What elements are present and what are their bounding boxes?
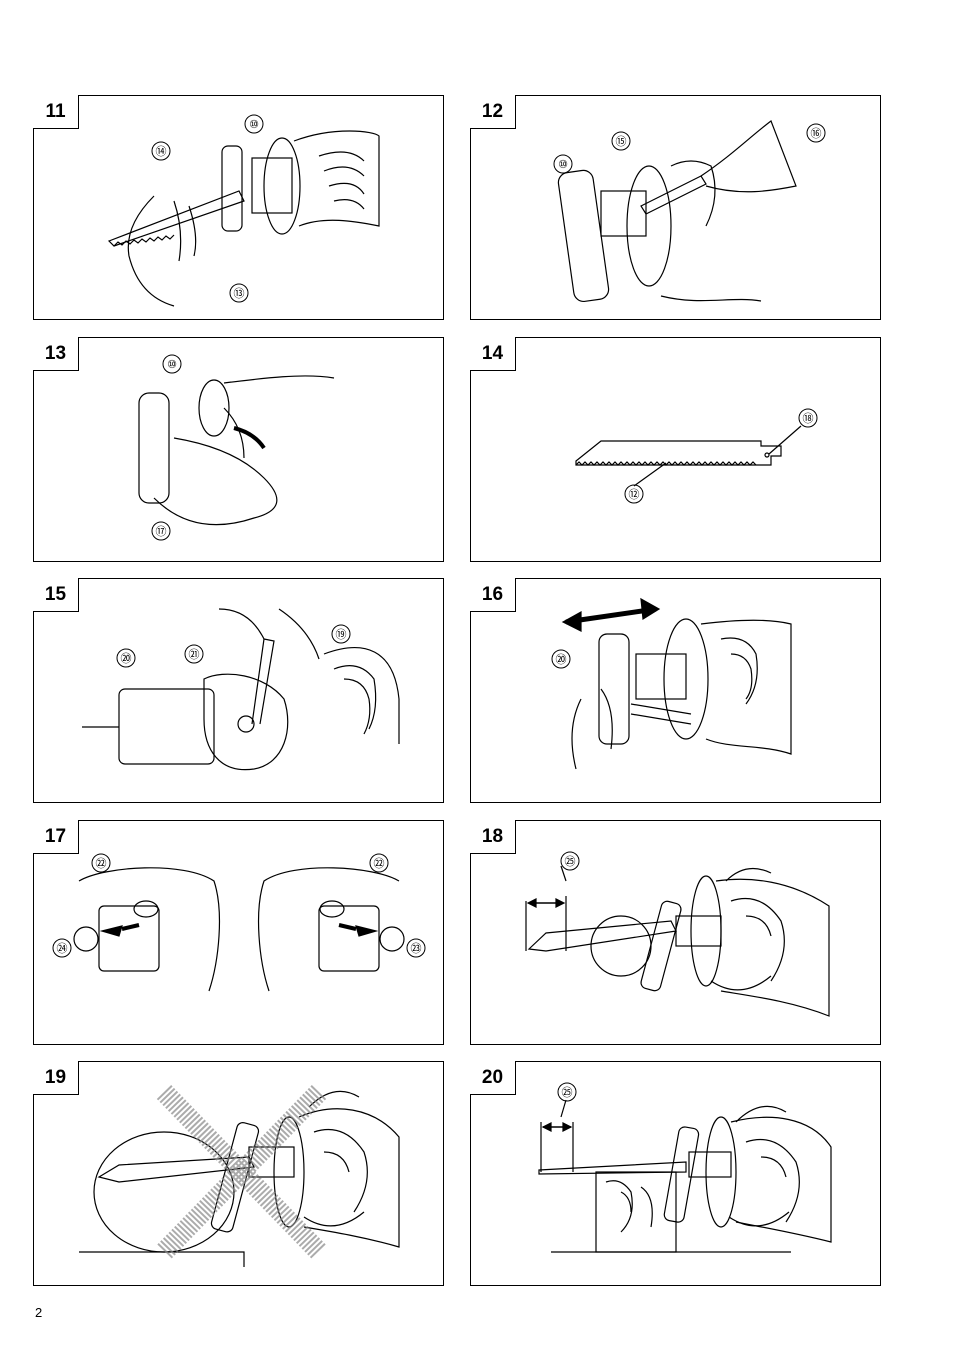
callout-label: ⑩ [167,359,177,371]
figure-number: 15 [33,578,79,612]
callout-label: ⑮ [616,135,627,148]
callout-label: ⑬ [234,287,245,300]
figure-number: 17 [33,820,79,854]
figure-number: 16 [470,578,516,612]
figure-panel-20: 20 ㉕ [470,1061,881,1286]
figure-panel-14: 14 ⑱ ⑫ [470,337,881,562]
figure-number: 13 [33,337,79,371]
figure-number: 18 [470,820,516,854]
callout-label: ㉕ [562,1086,573,1099]
illustration: ⑱ ⑫ [575,408,818,504]
callout-label: ⑩ [249,119,259,131]
callout-label: ⑳ [121,652,132,665]
figure-number: 12 [470,95,516,129]
callout-label: ⑩ [558,159,568,171]
callout-label: ⑭ [156,145,167,158]
figure-number: 14 [470,337,516,371]
figure-panel-13: 13 ⑩ ⑰ [33,337,444,562]
illustration: ⑮ ⑯ ⑩ [553,120,826,303]
callout-label: ⑯ [811,127,822,140]
illustration: ⑲ ⑳ ㉑ [82,608,400,771]
page-number: 2 [35,1305,43,1320]
illustration: ㉕ [525,851,830,1017]
callout-label: ㉕ [565,855,576,868]
callout-label: ⑰ [156,525,167,538]
figure-panel-11: 11 ⑩ ⑭ ⑬ [33,95,444,320]
figure-panel-17: 17 ㉒ ㉒ ㉔ ㉓ [33,820,444,1045]
figure-panel-12: 12 ⑮ ⑯ ⑩ [470,95,881,320]
callout-label: ⑫ [629,488,640,501]
illustration [79,1085,400,1267]
illustration: ⑩ ⑰ [138,354,335,541]
figure-panel-19: 19 [33,1061,444,1286]
illustration: ⑩ ⑭ ⑬ [107,114,380,307]
figure-panel-15: 15 ⑲ ⑳ ㉑ [33,578,444,803]
illustration: ⑳ [551,597,792,770]
callout-label: ⑳ [556,653,567,666]
callout-label: ⑱ [803,412,814,425]
figure-number: 11 [33,95,79,129]
figure-number: 19 [33,1061,79,1095]
illustration: ㉕ [538,1082,832,1253]
callout-label: ㉑ [189,648,200,661]
callout-label: ㉓ [411,942,422,955]
callout-label: ㉒ [96,857,107,870]
callout-label: ㉒ [374,857,385,870]
figure-number: 20 [470,1061,516,1095]
callout-label: ⑲ [336,628,347,641]
figure-panel-18: 18 ㉕ [470,820,881,1045]
figure-panel-16: 16 ⑳ [470,578,881,803]
callout-label: ㉔ [57,942,68,955]
illustration: ㉒ ㉒ ㉔ ㉓ [52,853,426,992]
